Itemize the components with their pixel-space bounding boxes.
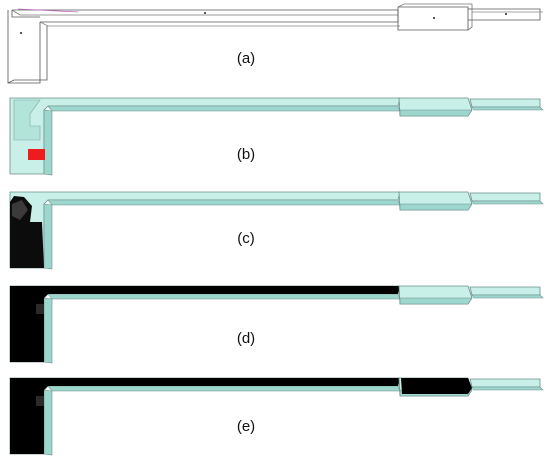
extension-block bbox=[469, 98, 541, 108]
runner-wire-back bbox=[11, 9, 398, 16]
runner-side bbox=[47, 105, 401, 112]
panel-a-geometry bbox=[7, 3, 543, 84]
panel-d-geometry bbox=[9, 285, 544, 364]
sprue-side bbox=[399, 297, 473, 305]
cavity-inner bbox=[13, 99, 41, 141]
gate-marker bbox=[28, 149, 45, 160]
panel-e-geometry bbox=[9, 377, 544, 456]
cavity-side bbox=[43, 109, 53, 176]
extension-block bbox=[469, 192, 541, 202]
extension-wire bbox=[468, 8, 541, 21]
extension-block bbox=[469, 378, 541, 388]
melt-filled bbox=[10, 286, 400, 362]
panel-b-geometry bbox=[9, 97, 544, 176]
cavity-side bbox=[43, 203, 53, 270]
sprue-side bbox=[399, 109, 473, 117]
cavity-wire-back bbox=[7, 26, 48, 84]
panel-d-caption: (d) bbox=[237, 330, 255, 347]
cavity-wire bbox=[7, 10, 41, 84]
cavity-wire-top bbox=[11, 10, 40, 18]
extension-side bbox=[471, 386, 544, 391]
extension-side bbox=[471, 200, 544, 205]
extension-block bbox=[469, 286, 541, 296]
panel-b: (b) bbox=[9, 97, 544, 176]
panel-c-caption: (c) bbox=[237, 230, 255, 247]
gate-mark bbox=[17, 8, 79, 13]
cavity-side bbox=[43, 389, 53, 456]
extension-side bbox=[471, 106, 544, 111]
cavity-side bbox=[43, 297, 53, 364]
panel-e: (e) bbox=[9, 377, 544, 456]
runner-side bbox=[47, 385, 401, 392]
runner-side bbox=[47, 293, 401, 300]
node-dot bbox=[433, 17, 435, 19]
sprue-side bbox=[399, 203, 473, 211]
sprue-wire bbox=[397, 6, 469, 31]
node-dot bbox=[505, 13, 507, 15]
panel-e-caption: (e) bbox=[237, 418, 255, 435]
panel-b-caption: (b) bbox=[237, 146, 255, 163]
melt-shade bbox=[36, 304, 44, 314]
panel-a: (a) bbox=[7, 3, 543, 84]
node-dot bbox=[20, 32, 22, 34]
panel-a-caption: (a) bbox=[237, 50, 255, 67]
sprue-melt bbox=[401, 378, 472, 394]
runner-side bbox=[47, 199, 401, 206]
extension-side bbox=[471, 294, 544, 299]
panel-d: (d) bbox=[9, 285, 544, 364]
sprue-wire-back bbox=[397, 3, 473, 31]
melt-filled bbox=[10, 378, 400, 454]
node-dot bbox=[204, 12, 206, 14]
runner-wire-under bbox=[39, 21, 400, 27]
panel-c: (c) bbox=[9, 191, 544, 270]
panel-c-geometry bbox=[9, 191, 544, 270]
melt-shade bbox=[12, 200, 28, 220]
melt-shade bbox=[36, 396, 44, 406]
